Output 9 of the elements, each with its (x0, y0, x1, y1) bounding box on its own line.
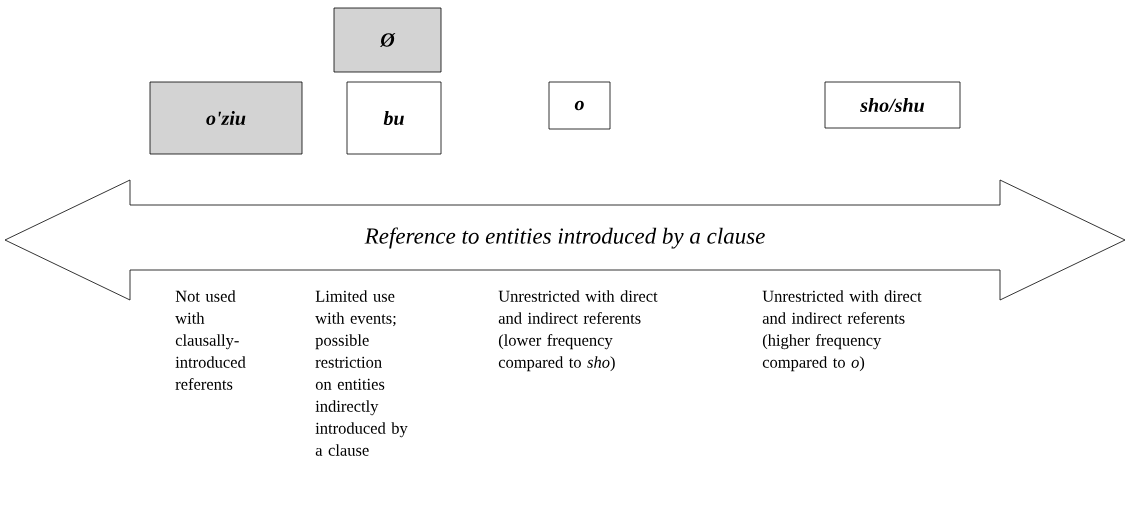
word-box: o (548, 81, 611, 130)
word-box: bu (346, 81, 442, 155)
word-box: o'ziu (149, 81, 303, 155)
description-text: Unrestricted with direct and indirect referents (lower frequency compared to sho) (498, 290, 658, 372)
description-text: Unrestricted with direct and indirect referents (higher frequency compared to o) (762, 290, 922, 372)
description-text: Limited use with events; possible restriction on entities indirectly introduced by a clause (315, 290, 408, 456)
description-text: Not used with clausally-introduced referents (175, 290, 246, 390)
word-box: sho/shu (824, 81, 961, 129)
word-box: Ø (333, 7, 442, 73)
